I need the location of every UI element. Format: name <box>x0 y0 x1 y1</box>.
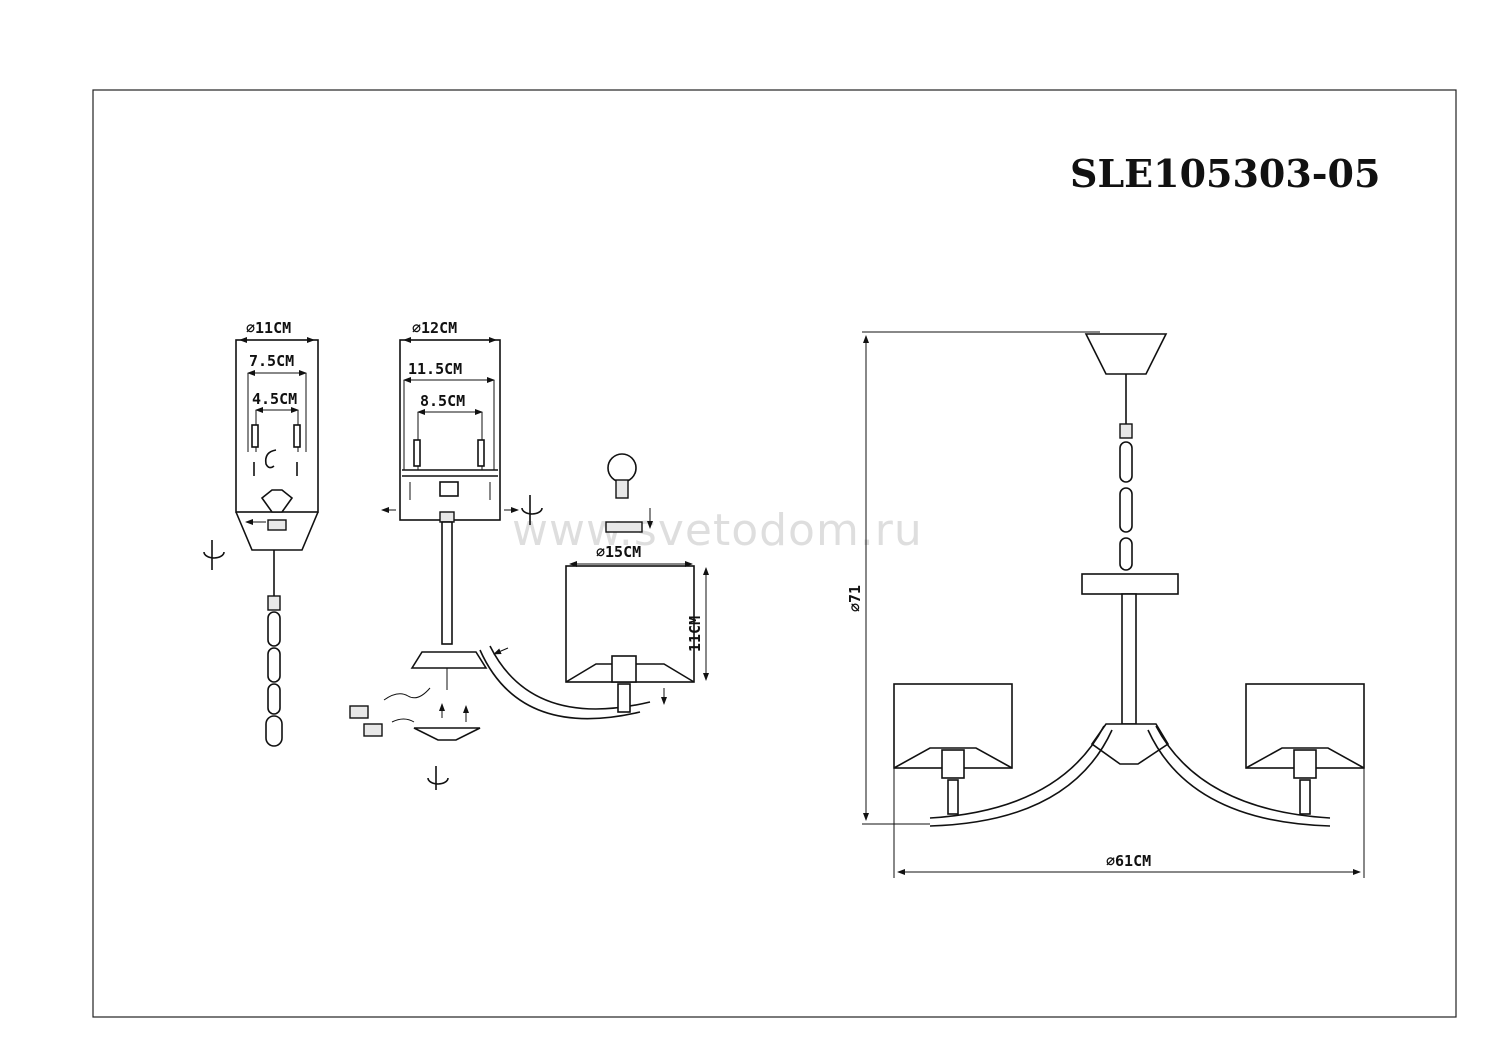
base-outer-mount-label: 11.5CM <box>408 360 462 378</box>
total-height-label: ⌀71 <box>846 585 864 612</box>
total-width-label: ⌀61CM <box>1106 852 1151 870</box>
model-code-title: SLE105303-05 <box>1070 151 1380 196</box>
shade-diameter-label: ⌀15CM <box>596 543 641 561</box>
canopy-diameter-label: ⌀11CM <box>246 319 291 337</box>
chandelier-overall-view <box>862 331 1365 878</box>
base-mount-detail <box>349 337 651 790</box>
base-inner-mount-label: 8.5CM <box>420 392 465 410</box>
base-diameter-label: ⌀12CM <box>412 319 457 337</box>
sheet-border <box>92 89 1457 1018</box>
canopy-mount-detail <box>203 337 319 747</box>
watermark-text: www.svetodom.ru <box>512 505 923 556</box>
light-bulb-icon <box>607 453 637 483</box>
canopy-inner-mount-label: 4.5CM <box>252 390 297 408</box>
shade-height-label: 11CM <box>686 616 704 652</box>
canopy-outer-mount-label: 7.5CM <box>249 352 294 370</box>
shade-detail <box>565 453 709 713</box>
